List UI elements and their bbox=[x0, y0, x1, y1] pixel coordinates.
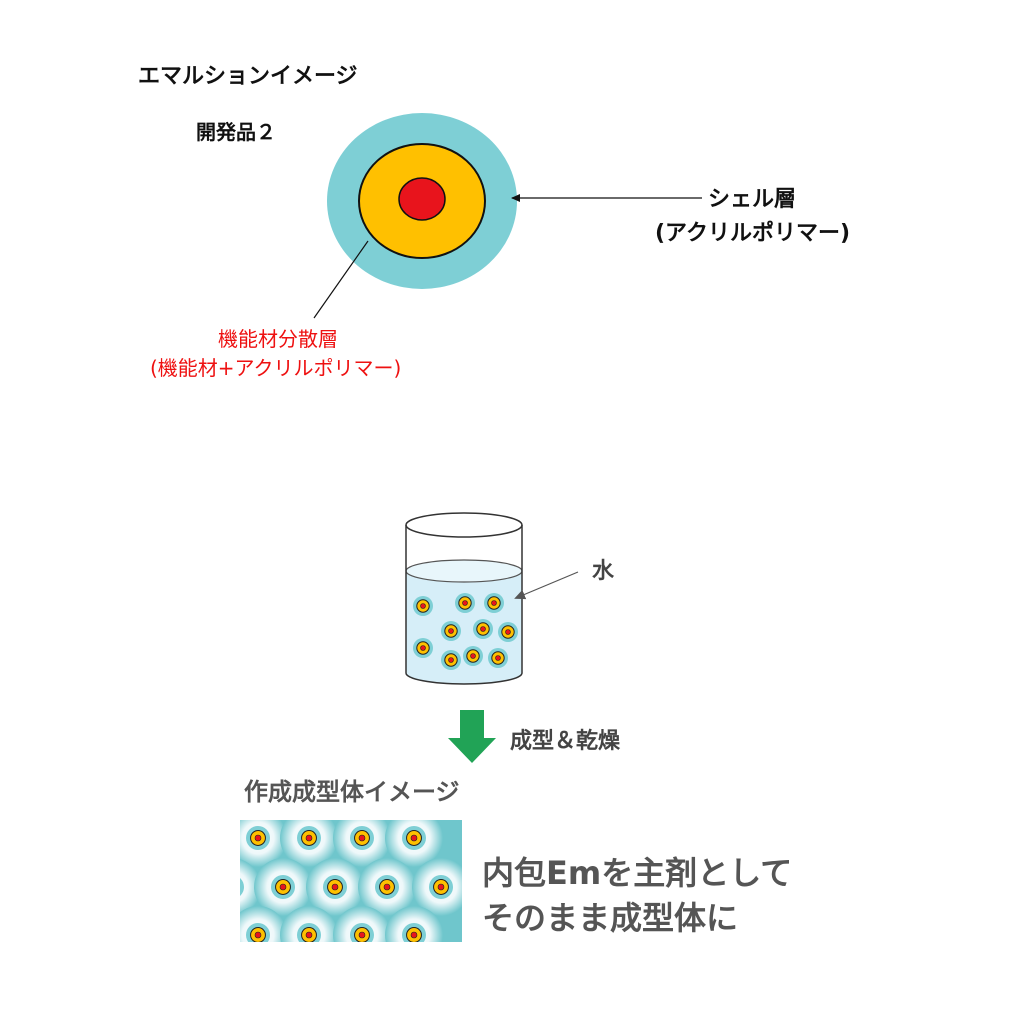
molded-particle bbox=[350, 826, 374, 850]
emulsion-particle-small bbox=[498, 622, 518, 642]
emulsion-particle-small bbox=[455, 593, 475, 613]
molded-particle bbox=[323, 875, 347, 899]
emulsion-particle-small bbox=[463, 646, 483, 666]
emulsion-particle-small bbox=[413, 638, 433, 658]
molded-particle bbox=[271, 875, 295, 899]
beaker-particles bbox=[413, 593, 518, 670]
emulsion-particle-small bbox=[488, 648, 508, 668]
molded-particle bbox=[246, 826, 270, 850]
shell-layer-label: シェル層 bbox=[708, 187, 797, 212]
molded-particle bbox=[375, 875, 399, 899]
molded-body-title: 作成成型体イメージ bbox=[244, 778, 460, 806]
shell-layer-sublabel: (アクリルポリマー) bbox=[655, 221, 851, 246]
emulsion-particle-small bbox=[441, 650, 461, 670]
molded-particle bbox=[402, 923, 426, 942]
conclusion-line-2: そのまま成型体に bbox=[482, 899, 739, 937]
beaker-rim bbox=[405, 512, 523, 538]
emulsion-particle-small bbox=[473, 619, 493, 639]
dispersion-leader-line bbox=[313, 240, 369, 319]
molded-particle bbox=[297, 923, 321, 942]
emulsion-particle-small bbox=[413, 596, 433, 616]
molded-particle bbox=[402, 826, 426, 850]
product-subtitle: 開発品２ bbox=[196, 120, 276, 144]
emulsion-particle-small bbox=[484, 593, 504, 613]
beaker bbox=[405, 512, 523, 685]
emulsion-particle-small bbox=[441, 621, 461, 641]
molded-particle bbox=[297, 826, 321, 850]
conclusion-line-1: 内包Emを主剤として bbox=[482, 854, 793, 892]
process-arrow bbox=[448, 710, 496, 763]
molded-body-panel bbox=[240, 820, 462, 942]
molded-particle bbox=[429, 875, 453, 899]
water-surface bbox=[405, 559, 523, 583]
dispersion-layer-label: 機能材分散層 bbox=[218, 327, 338, 351]
molded-particle bbox=[240, 878, 244, 896]
water-leader-arrow bbox=[514, 571, 579, 600]
core bbox=[398, 177, 446, 221]
emulsion-title: エマルションイメージ bbox=[138, 64, 358, 89]
dispersion-layer-sublabel: (機能材+アクリルポリマー) bbox=[150, 356, 402, 380]
molded-cell bbox=[240, 859, 261, 915]
emulsion-particle bbox=[327, 113, 517, 289]
process-step-label: 成型＆乾燥 bbox=[510, 729, 621, 754]
molded-particle bbox=[246, 923, 270, 942]
molded-particle bbox=[350, 923, 374, 942]
water-label: 水 bbox=[592, 559, 615, 584]
